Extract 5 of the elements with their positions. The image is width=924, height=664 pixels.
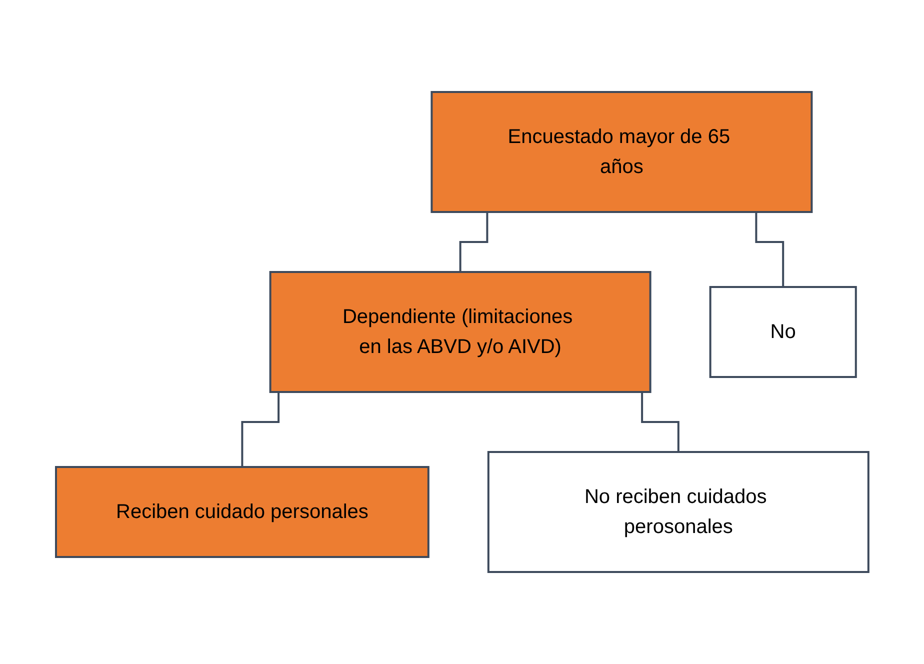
node-box: No: [709, 286, 857, 378]
node-box: Dependiente (limitaciones en las ABVD y/o AIVD): [269, 271, 652, 393]
node-box: Encuestado mayor de 65 años: [430, 91, 812, 213]
node-box: Reciben cuidado personales: [54, 466, 430, 558]
node-box: No reciben cuidados perosonales: [487, 451, 870, 573]
